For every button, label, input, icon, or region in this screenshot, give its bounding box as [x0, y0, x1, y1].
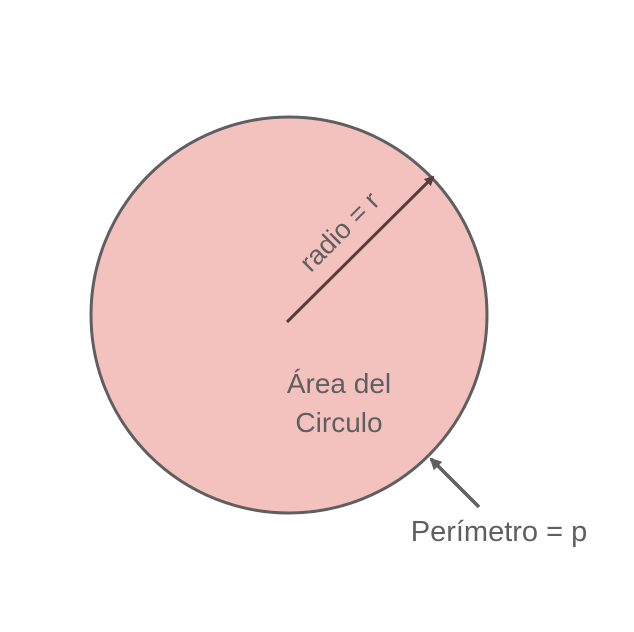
area-label-line2: Circulo — [295, 407, 382, 438]
perimeter-pointer-arrow — [429, 457, 481, 509]
area-label-line1: Área del — [287, 368, 391, 399]
perimeter-label: Perímetro = p — [411, 516, 588, 548]
circle-shape — [89, 115, 489, 515]
radius-arrow — [285, 175, 435, 324]
